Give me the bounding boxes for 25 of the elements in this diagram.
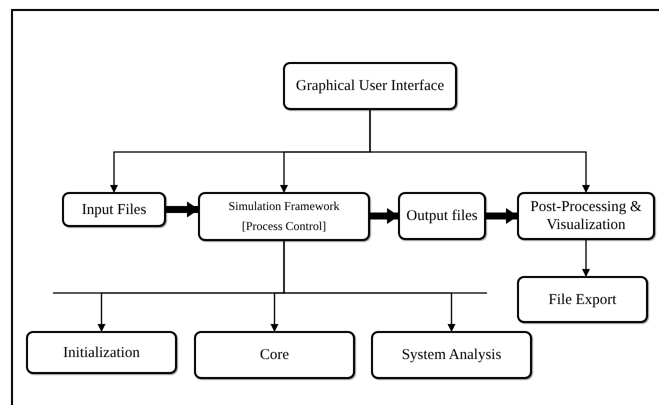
process-box (517, 192, 655, 240)
box-label: Input Files (82, 200, 146, 218)
arrow (582, 240, 590, 277)
process-box (194, 331, 355, 379)
arrow (166, 202, 199, 218)
box-label: Simulation Framework (228, 198, 340, 216)
process-box (398, 192, 486, 240)
box-label: Output files (406, 207, 478, 225)
process-box (26, 331, 177, 374)
box-label: File Export (548, 290, 616, 308)
box-label: [Process Control] (242, 218, 326, 234)
box-label: Core (260, 346, 290, 364)
arrow (369, 110, 590, 193)
process-box (517, 276, 648, 323)
process-box (198, 192, 370, 241)
box-label: Graphical User Interface (296, 77, 444, 95)
box-label: System Analysis (402, 346, 502, 364)
box-label: Post-Processing & Visualization (529, 198, 643, 234)
box-label: Initialization (63, 344, 140, 362)
arrow (283, 241, 456, 332)
process-box (62, 192, 166, 227)
process-box (283, 62, 457, 110)
process-box (371, 331, 532, 379)
arrow (370, 208, 399, 224)
arrow (486, 208, 518, 224)
